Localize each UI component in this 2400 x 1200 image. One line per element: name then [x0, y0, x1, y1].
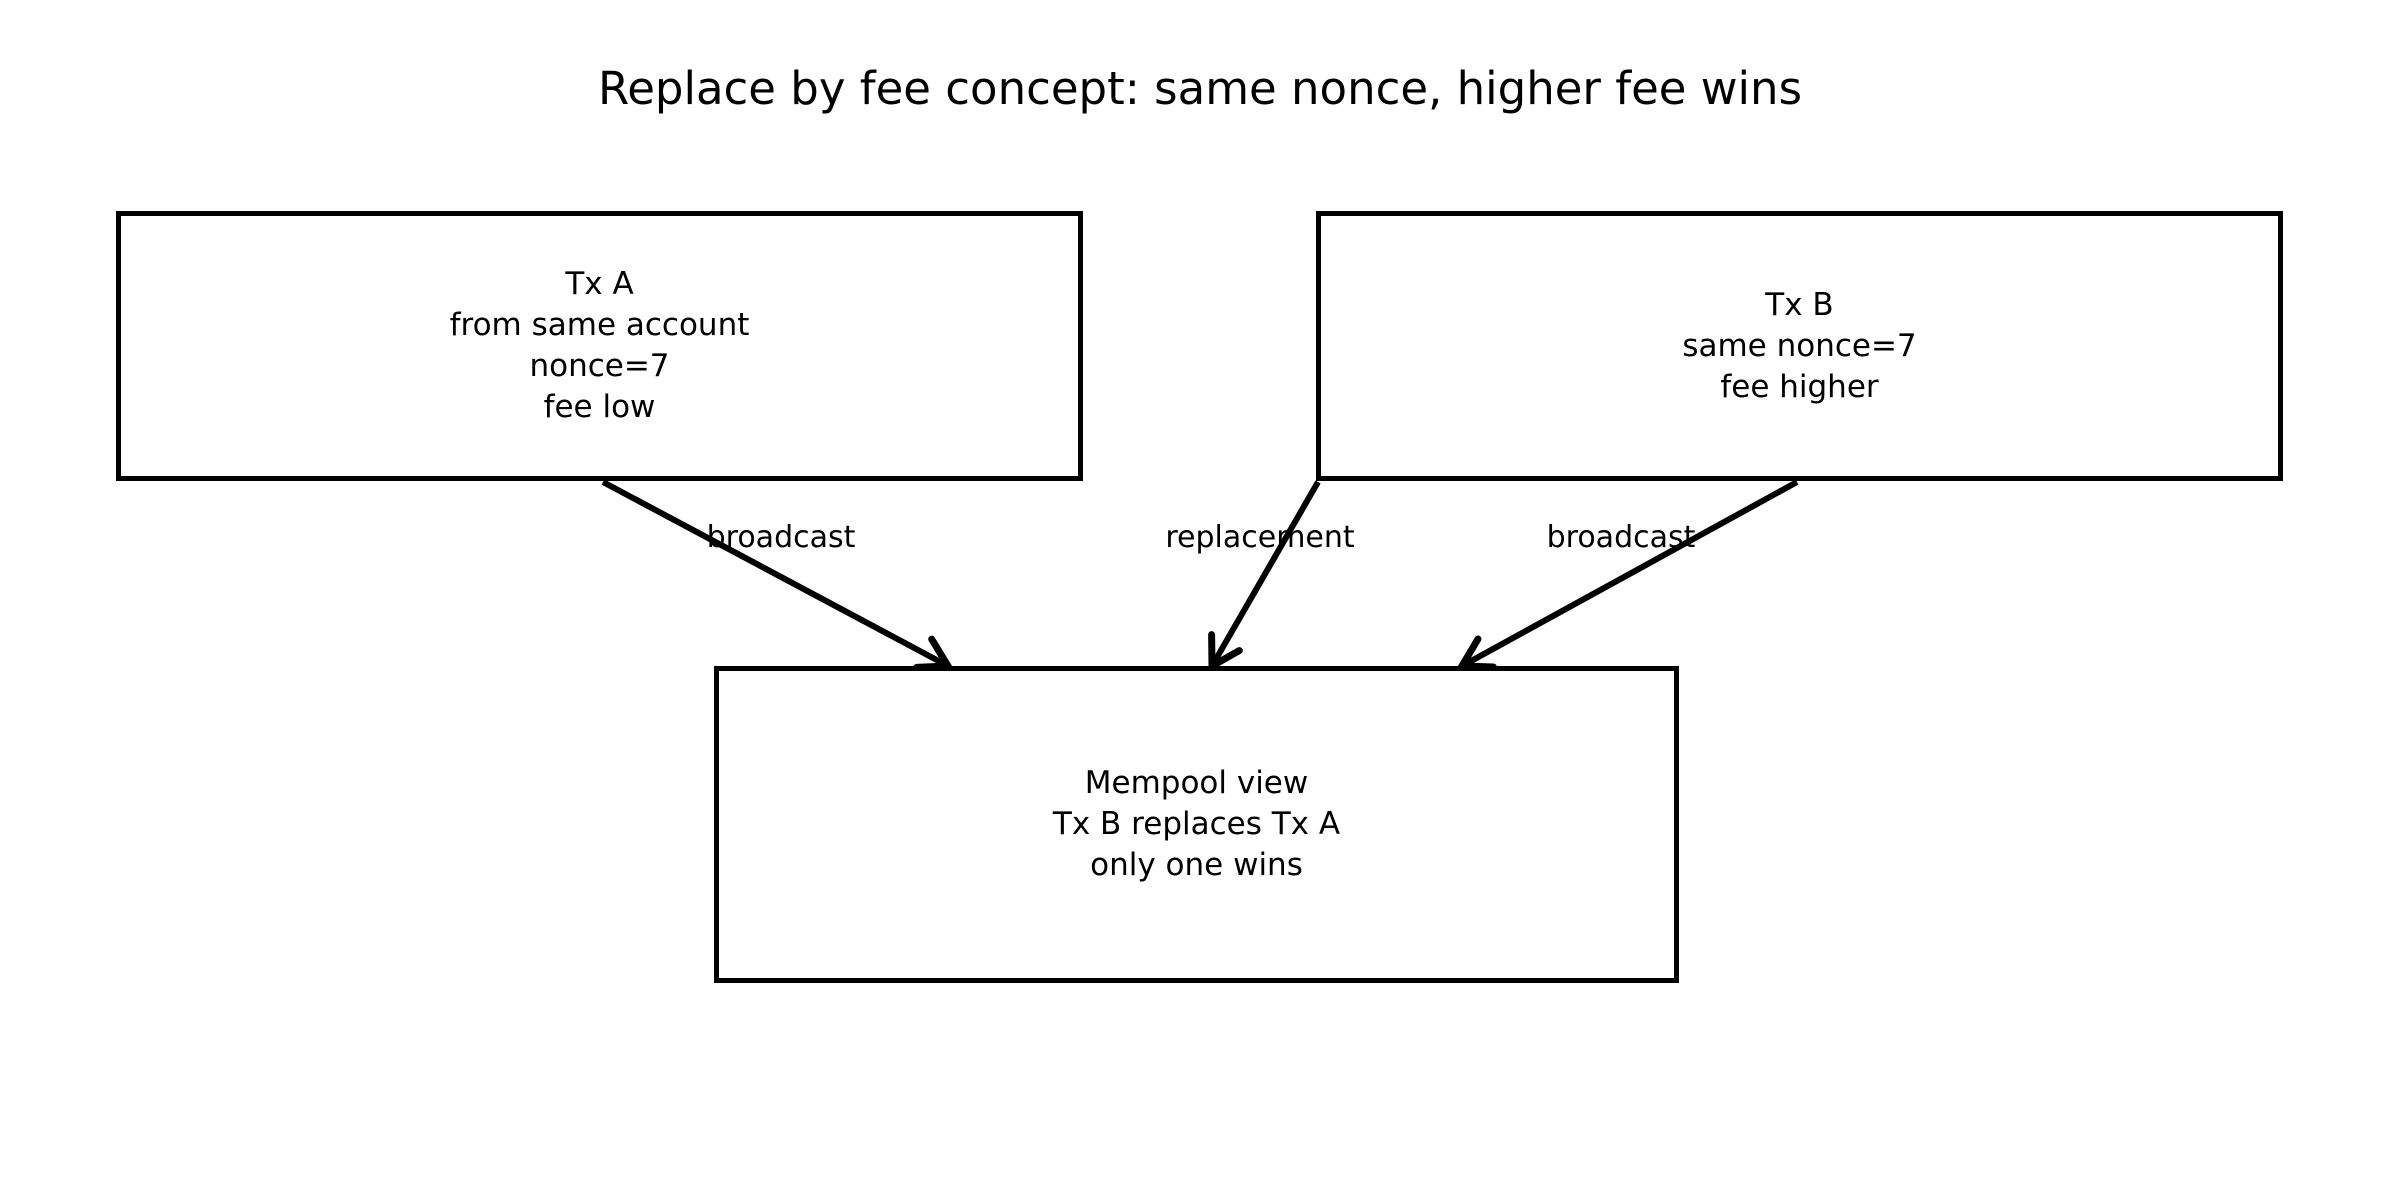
diagram-title: Replace by fee concept: same nonce, high…: [597, 62, 1803, 115]
node-tx-b-line: same nonce=7: [1682, 327, 1917, 364]
node-tx-a-line: from same account: [449, 307, 750, 343]
node-tx-a-line: fee low: [543, 389, 656, 425]
arrow-broadcast-from-tx-a: [601, 479, 955, 671]
node-tx-b-line: fee higher: [1720, 368, 1879, 405]
edge-label-broadcast-a: broadcast: [706, 520, 856, 555]
node-mempool-line: Tx B replaces Tx A: [1052, 806, 1341, 842]
node-mempool-line: only one wins: [1090, 847, 1303, 883]
node-tx-b: Tx B same nonce=7 fee higher: [1316, 211, 2283, 481]
arrow-replacement-from-tx-b: [1208, 480, 1321, 672]
edge-label-replacement: replacement: [1165, 520, 1355, 555]
node-mempool: Mempool view Tx B replaces Tx A only one…: [714, 666, 1679, 983]
node-tx-a-line: nonce=7: [529, 348, 670, 384]
node-mempool-title: Mempool view: [1084, 765, 1309, 801]
node-tx-a: Tx A from same account nonce=7 fee low: [116, 211, 1083, 481]
node-tx-a-title: Tx A: [565, 266, 634, 302]
edge-label-broadcast-b: broadcast: [1546, 520, 1696, 555]
arrow-broadcast-from-tx-b: [1455, 479, 1799, 671]
node-tx-b-title: Tx B: [1765, 286, 1834, 323]
